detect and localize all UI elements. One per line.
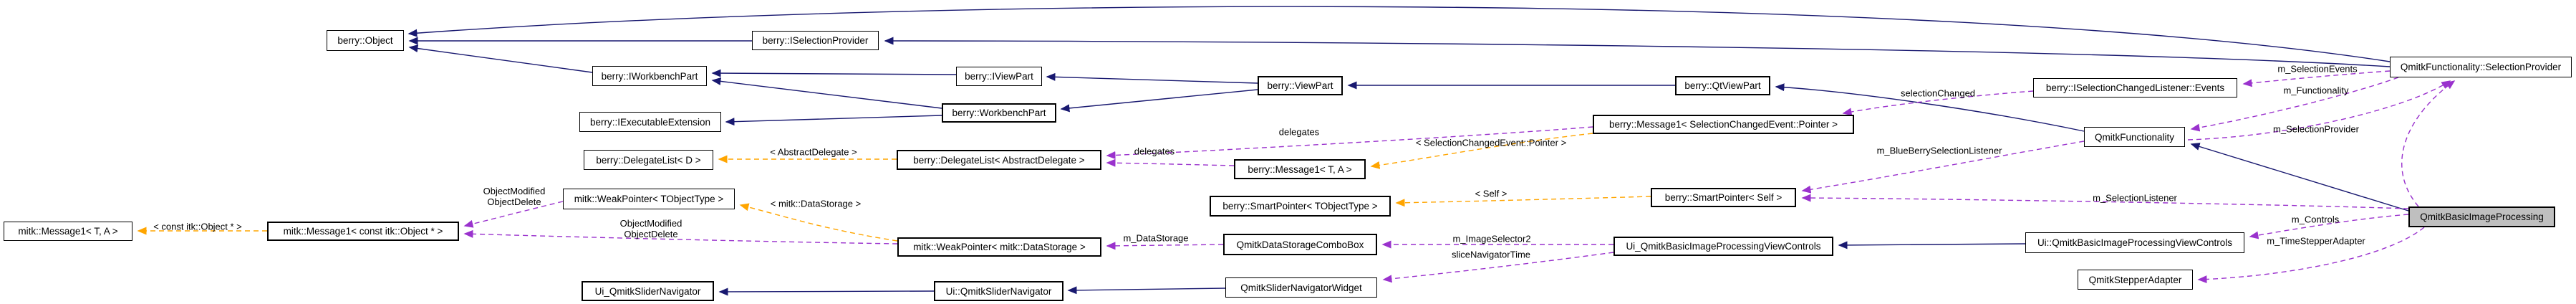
class-node-qbip[interactable]: QmitkBasicImageProcessing	[2408, 206, 2555, 227]
class-node-mm1cio[interactable]: mitk::Message1< const itk::Object * >	[267, 222, 459, 241]
class-node-events[interactable]: berry::ISelectionChangedListener::Events	[2033, 78, 2237, 98]
edge-qf-to-sps	[1801, 141, 2085, 194]
class-node-uivc[interactable]: Ui_QmitkBasicImageProcessingViewControls	[1613, 237, 1833, 256]
class-node-uisn2[interactable]: Ui::QmitkSliderNavigator	[934, 281, 1063, 301]
class-node-isp[interactable]: berry::ISelectionProvider	[752, 31, 879, 50]
edge-qf-to-qfsp	[2187, 80, 2451, 141]
edge-uivc2-to-uivc	[1838, 241, 2026, 250]
class-node-mm1ta[interactable]: mitk::Message1< T, A >	[4, 222, 132, 241]
class-node-uivc2[interactable]: Ui::QmitkBasicImageProcessingViewControl…	[2025, 232, 2244, 253]
edge-qbip-to-uivc2	[2249, 214, 2409, 239]
edge-uivc-to-qsnw	[1382, 252, 1614, 283]
class-node-qfsp[interactable]: QmitkFunctionality::SelectionProvider	[2390, 57, 2572, 77]
class-node-qsnw[interactable]: QmitkSliderNavigatorWidget	[1225, 277, 1377, 298]
class-node-qtvp[interactable]: berry::QtViewPart	[1675, 76, 1770, 95]
edge-sps-to-spt	[1395, 196, 1651, 207]
edge-qf-to-qtvp	[1775, 83, 2085, 132]
class-node-qsa[interactable]: QmitkStepperAdapter	[2078, 270, 2193, 290]
class-node-wp[interactable]: berry::WorkbenchPart	[942, 103, 1056, 123]
class-node-ivp[interactable]: berry::IViewPart	[956, 67, 1042, 86]
class-node-dlad[interactable]: berry::DelegateList< AbstractDelegate >	[897, 150, 1101, 170]
edge-ivp-to-iwp	[711, 69, 957, 77]
edge-qsnw-to-uisn2	[1067, 286, 1226, 295]
class-node-wpds[interactable]: mitk::WeakPointer< mitk::DataStorage >	[897, 237, 1101, 257]
class-node-m1scep[interactable]: berry::Message1< SelectionChangedEvent::…	[1593, 115, 1854, 134]
class-node-qdscb[interactable]: QmitkDataStorageComboBox	[1223, 234, 1377, 255]
edge-vp-to-ivp	[1046, 72, 1258, 84]
edge-vp-to-wp	[1060, 89, 1258, 113]
edge-iwp-to-obj	[408, 44, 593, 73]
edge-m1scep-to-dlad	[1106, 126, 1593, 159]
edge-wp-to-iwp	[711, 77, 942, 109]
edge-wpds-to-mm1cio	[463, 229, 898, 244]
class-node-iwp[interactable]: berry::IWorkbenchPart	[592, 66, 707, 86]
class-node-qf[interactable]: QmitkFunctionality	[2084, 127, 2185, 147]
class-node-sps[interactable]: berry::SmartPointer< Self >	[1651, 188, 1796, 207]
edge-qfsp-to-qf	[2190, 77, 2399, 132]
edge-qbip-to-sps	[1801, 194, 2409, 209]
class-node-vp[interactable]: berry::ViewPart	[1258, 76, 1343, 95]
edge-wpt-to-mm1cio	[463, 201, 564, 228]
edge-uisn2-to-uisn	[718, 288, 935, 296]
edge-qbip-to-qfsp	[2401, 80, 2456, 207]
class-node-obj[interactable]: berry::Object	[327, 30, 404, 51]
edge-m1scep-to-m1ta	[1370, 133, 1593, 169]
class-node-uisn[interactable]: Ui_QmitkSliderNavigator	[582, 281, 714, 301]
class-node-iee[interactable]: berry::IExecutableExtension	[579, 112, 721, 132]
class-node-spt[interactable]: berry::SmartPointer< TObjectType >	[1210, 196, 1391, 217]
edges-group	[137, 6, 2456, 296]
edge-events-to-m1scep	[1842, 90, 2034, 116]
edge-qfsp-to-isp	[884, 37, 2391, 67]
class-node-wpt[interactable]: mitk::WeakPointer< TObjectType >	[563, 189, 735, 209]
edge-wp-to-iee	[725, 115, 942, 126]
edge-qfsp-to-events	[2242, 70, 2391, 87]
edge-qbip-to-qf	[2190, 143, 2409, 212]
class-node-m1ta[interactable]: berry::Message1< T, A >	[1234, 159, 1366, 179]
edge-m1ta-to-dlad	[1106, 158, 1235, 167]
class-node-dld[interactable]: berry::DelegateList< D >	[584, 150, 713, 170]
edge-qdscb-to-wpds	[1106, 242, 1224, 250]
edge-qbip-to-qsa	[2197, 227, 2425, 284]
edge-qfsp-to-obj	[407, 6, 2391, 62]
edge-wpds-to-wpt	[739, 203, 898, 242]
